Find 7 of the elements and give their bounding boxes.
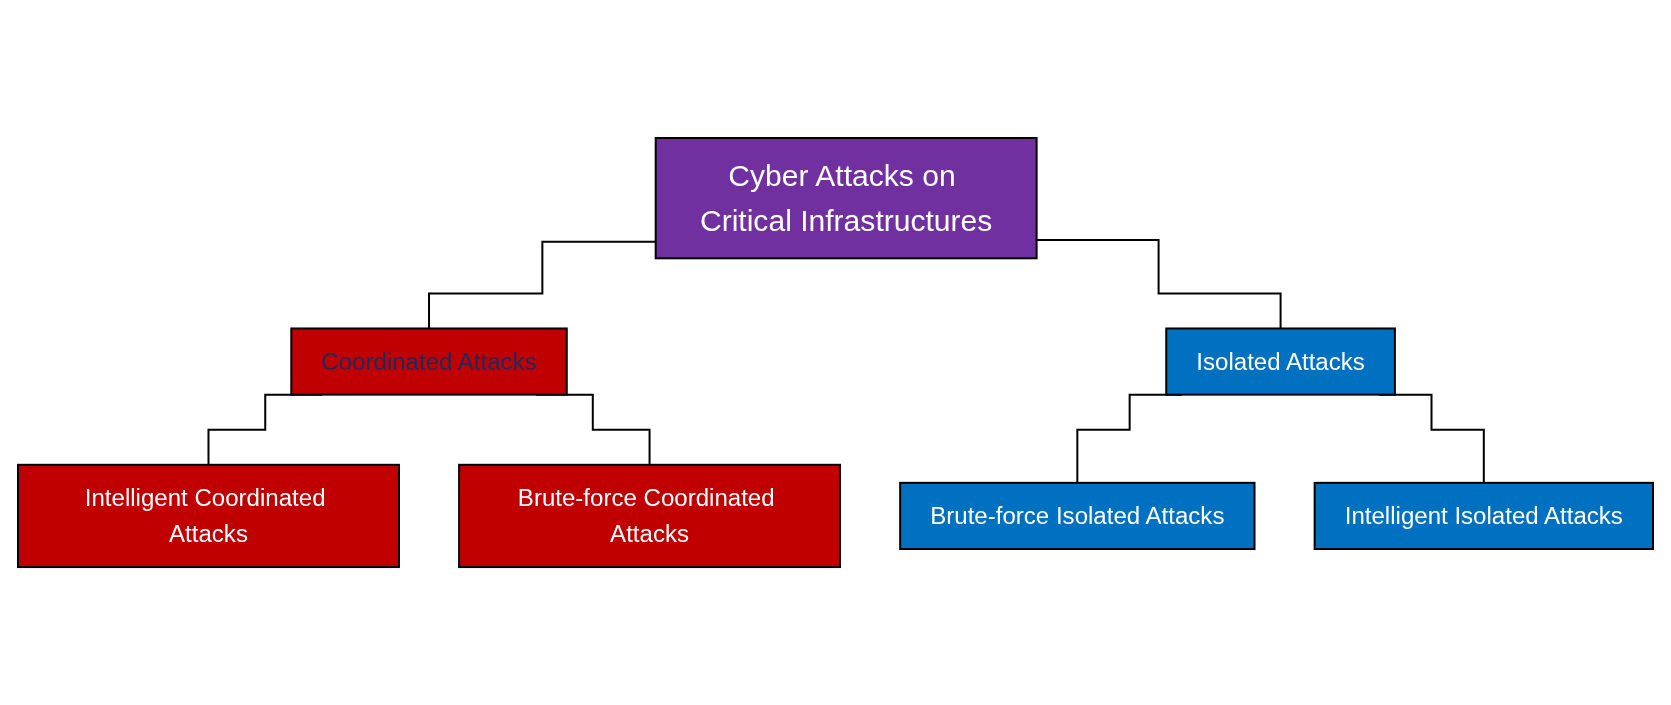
node-box: Brute-force Isolated Attacks (899, 481, 1256, 550)
node-box: Intelligent Isolated Attacks (1313, 481, 1654, 550)
node-box: Coordinated Attacks (290, 327, 568, 396)
node-box: Intelligent Coordinated Attacks (17, 463, 400, 568)
node-box: Isolated Attacks (1165, 327, 1396, 396)
node-box: Brute-force Coordinated Attacks (458, 463, 841, 568)
node-box: Cyber Attacks on Critical Infrastructures (654, 136, 1038, 260)
